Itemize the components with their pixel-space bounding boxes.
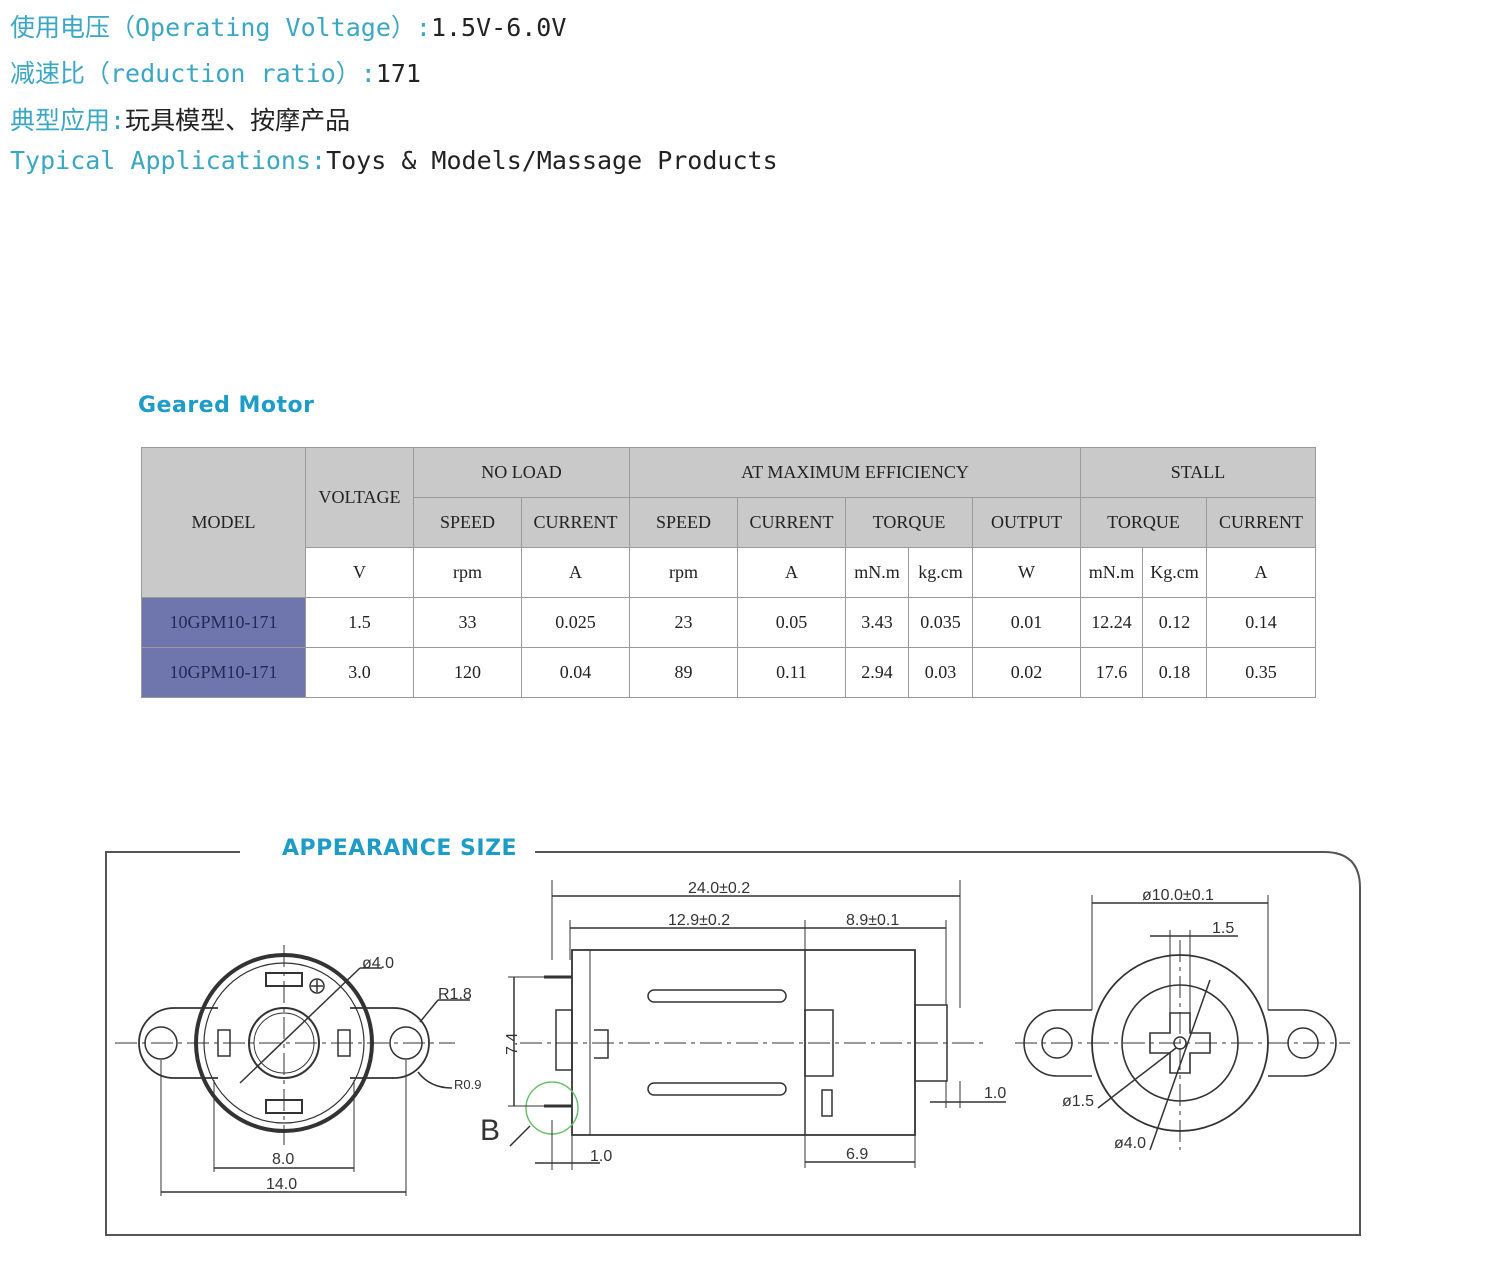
dim-side-t10a: 1.0 xyxy=(590,1148,612,1165)
spec-key: 减速比（reduction ratio）: xyxy=(10,59,376,88)
model-cell: 10GPM10-171 xyxy=(141,647,306,698)
spec-applications-en: Typical Applications:Toys & Models/Massa… xyxy=(10,146,778,175)
spec-reduction-ratio: 减速比（reduction ratio）:171 xyxy=(10,54,421,90)
spec-applications-cn: 典型应用:玩具模型、按摩产品 xyxy=(10,101,350,137)
dim-front-w80: 8.0 xyxy=(272,1151,294,1168)
header-no-load: NO LOAD xyxy=(413,447,630,498)
table-cell: 0.04 xyxy=(521,647,630,698)
table-cell: 33 xyxy=(413,597,522,648)
motor-body-circle xyxy=(194,953,374,1133)
header-nl-current: CURRENT xyxy=(521,497,630,548)
appearance-drawing: ø4.0 R1.8 R0.9 8.0 14.0 B 24.0±0.2 xyxy=(105,851,1361,1236)
detail-b-label: B xyxy=(480,1114,500,1147)
table-cell: 2.94 xyxy=(845,647,909,698)
dim-side-t10b: 1.0 xyxy=(984,1085,1006,1102)
header-me-output: OUTPUT xyxy=(972,497,1081,548)
unit-cell: A xyxy=(737,547,846,598)
header-voltage: VOLTAGE xyxy=(305,447,414,548)
table-cell: 0.14 xyxy=(1206,597,1316,648)
header-me-speed: SPEED xyxy=(629,497,738,548)
table-cell: 0.02 xyxy=(972,647,1081,698)
dim-side-total: 24.0±0.2 xyxy=(688,880,750,897)
dim-side-h74: 7.4 xyxy=(504,1033,521,1055)
dim-side-s69: 6.9 xyxy=(846,1146,868,1163)
table-cell: 0.05 xyxy=(737,597,846,648)
spec-key: 使用电压（Operating Voltage）: xyxy=(10,13,431,42)
drawing-frame xyxy=(105,851,1361,1236)
dim-side-body: 12.9±0.2 xyxy=(668,912,730,929)
header-nl-speed: SPEED xyxy=(413,497,522,548)
table-cell: 12.24 xyxy=(1080,597,1143,648)
header-stall: STALL xyxy=(1080,447,1316,498)
geared-motor-title: Geared Motor xyxy=(138,393,315,418)
motor-spec-table: MODEL VOLTAGE NO LOAD AT MAXIMUM EFFICIE… xyxy=(141,447,1316,698)
table-cell: 3.0 xyxy=(305,647,414,698)
table-row: 10GPM10-171 3.0 120 0.04 89 0.11 2.94 0.… xyxy=(141,647,1316,698)
unit-cell: A xyxy=(1206,547,1316,598)
dim-front-r09: R0.9 xyxy=(454,1077,481,1092)
spec-operating-voltage: 使用电压（Operating Voltage）:1.5V-6.0V xyxy=(10,8,566,44)
dim-end-w15: 1.5 xyxy=(1212,920,1234,937)
header-st-torque: TORQUE xyxy=(1080,497,1207,548)
unit-cell: V xyxy=(305,547,414,598)
table-cell: 120 xyxy=(413,647,522,698)
unit-cell: mN.m xyxy=(845,547,909,598)
spec-value: Toys & Models/Massage Products xyxy=(326,146,778,175)
table-cell: 0.18 xyxy=(1142,647,1207,698)
table-cell: 1.5 xyxy=(305,597,414,648)
dim-front-w140: 14.0 xyxy=(266,1176,297,1193)
dim-end-d40: ø4.0 xyxy=(1114,1135,1146,1152)
unit-cell: rpm xyxy=(413,547,522,598)
table-cell: 0.035 xyxy=(908,597,973,648)
header-me-current: CURRENT xyxy=(737,497,846,548)
header-model: MODEL xyxy=(141,447,306,598)
table-cell: 3.43 xyxy=(845,597,909,648)
unit-cell: Kg.cm xyxy=(1142,547,1207,598)
model-cell: 10GPM10-171 xyxy=(141,597,306,648)
table-cell: 0.12 xyxy=(1142,597,1207,648)
unit-cell: kg.cm xyxy=(908,547,973,598)
unit-cell: W xyxy=(972,547,1081,598)
side-view: B 24.0±0.2 12.9±0.2 8.9±0.1 7.4 1.0 6.9 … xyxy=(480,880,1006,1170)
dim-end-d15: ø1.5 xyxy=(1062,1093,1094,1110)
units-row: V rpm A rpm A mN.m kg.cm W mN.m Kg.cm A xyxy=(142,547,1316,598)
dim-side-gear: 8.9±0.1 xyxy=(846,912,899,929)
table-cell: 0.11 xyxy=(737,647,846,698)
table-cell: 0.01 xyxy=(972,597,1081,648)
spec-value: 171 xyxy=(375,59,421,88)
spec-value: 玩具模型、按摩产品 xyxy=(125,106,351,135)
table-cell: 0.025 xyxy=(521,597,630,648)
front-view: ø4.0 R1.8 R0.9 8.0 14.0 xyxy=(115,945,481,1196)
dim-front-r18: R1.8 xyxy=(438,986,472,1003)
end-view: ø10.0±0.1 1.5 ø1.5 ø4.0 xyxy=(1015,887,1350,1152)
table-cell: 0.03 xyxy=(908,647,973,698)
table-row: 10GPM10-171 1.5 33 0.025 23 0.05 3.43 0.… xyxy=(141,597,1316,648)
table-cell: 0.35 xyxy=(1206,647,1316,698)
unit-cell: A xyxy=(521,547,630,598)
spec-key: Typical Applications: xyxy=(10,146,327,175)
header-st-current: CURRENT xyxy=(1206,497,1316,548)
spec-value: 1.5V-6.0V xyxy=(430,13,567,42)
table-cell: 17.6 xyxy=(1080,647,1143,698)
table-cell: 23 xyxy=(629,597,738,648)
unit-cell: rpm xyxy=(629,547,738,598)
appearance-size-title: APPEARANCE SIZE xyxy=(276,836,524,861)
dim-front-d40: ø4.0 xyxy=(362,955,394,972)
spec-key: 典型应用: xyxy=(10,106,126,135)
dim-end-d100: ø10.0±0.1 xyxy=(1142,887,1214,904)
header-me-torque: TORQUE xyxy=(845,497,973,548)
unit-cell: mN.m xyxy=(1080,547,1143,598)
table-cell: 89 xyxy=(629,647,738,698)
header-max-efficiency: AT MAXIMUM EFFICIENCY xyxy=(629,447,1081,498)
